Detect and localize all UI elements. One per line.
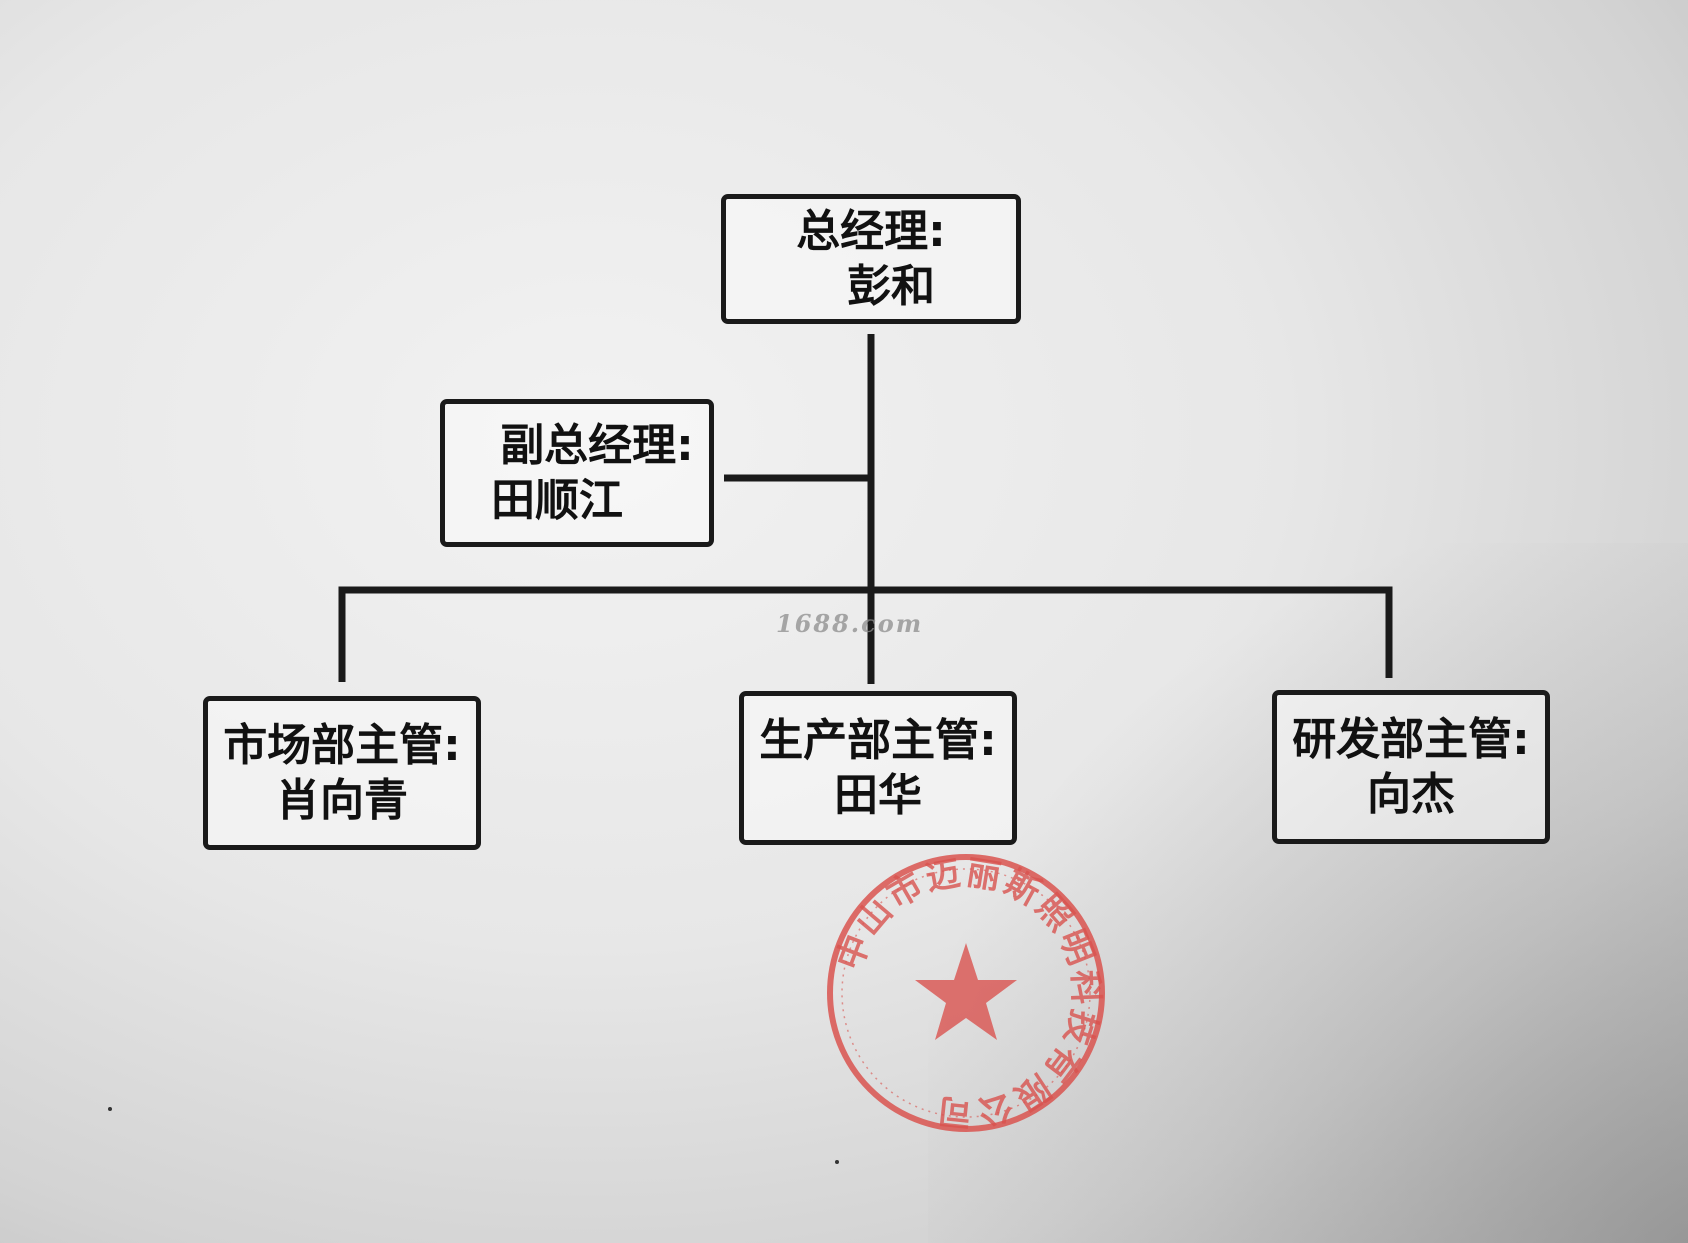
company-seal: 中山市迈丽斯照明科技有限公司	[827, 853, 1105, 1133]
connector-department-bus	[338, 586, 1393, 682]
rd-supervisor-role: 研发部主管:	[1292, 714, 1530, 765]
general-manager-role: 总经理:	[796, 206, 946, 257]
production-supervisor-name: 田华	[834, 770, 922, 821]
deputy-general-manager-role: 副总经理:	[500, 420, 694, 471]
node-production-supervisor: 生产部主管: 田华	[739, 691, 1017, 845]
paper-speck	[108, 1107, 112, 1111]
watermark: 1688.com	[776, 609, 924, 638]
node-general-manager: 总经理: 彭和	[721, 194, 1021, 324]
seal-outer-ring	[827, 854, 1105, 1132]
node-marketing-supervisor: 市场部主管: 肖向青	[203, 696, 481, 850]
paper-speck	[835, 1160, 839, 1164]
seal-inner-ring	[841, 868, 1091, 1118]
rd-supervisor-name: 向杰	[1367, 769, 1455, 820]
production-supervisor-role: 生产部主管:	[759, 715, 997, 766]
marketing-supervisor-name: 肖向青	[276, 775, 408, 826]
node-deputy-general-manager: 副总经理: 田顺江	[440, 399, 714, 547]
star-icon	[915, 943, 1017, 1040]
deputy-general-manager-name: 田顺江	[491, 475, 623, 526]
marketing-supervisor-role: 市场部主管:	[223, 720, 461, 771]
node-rd-supervisor: 研发部主管: 向杰	[1272, 690, 1550, 844]
general-manager-name: 彭和	[847, 261, 935, 312]
